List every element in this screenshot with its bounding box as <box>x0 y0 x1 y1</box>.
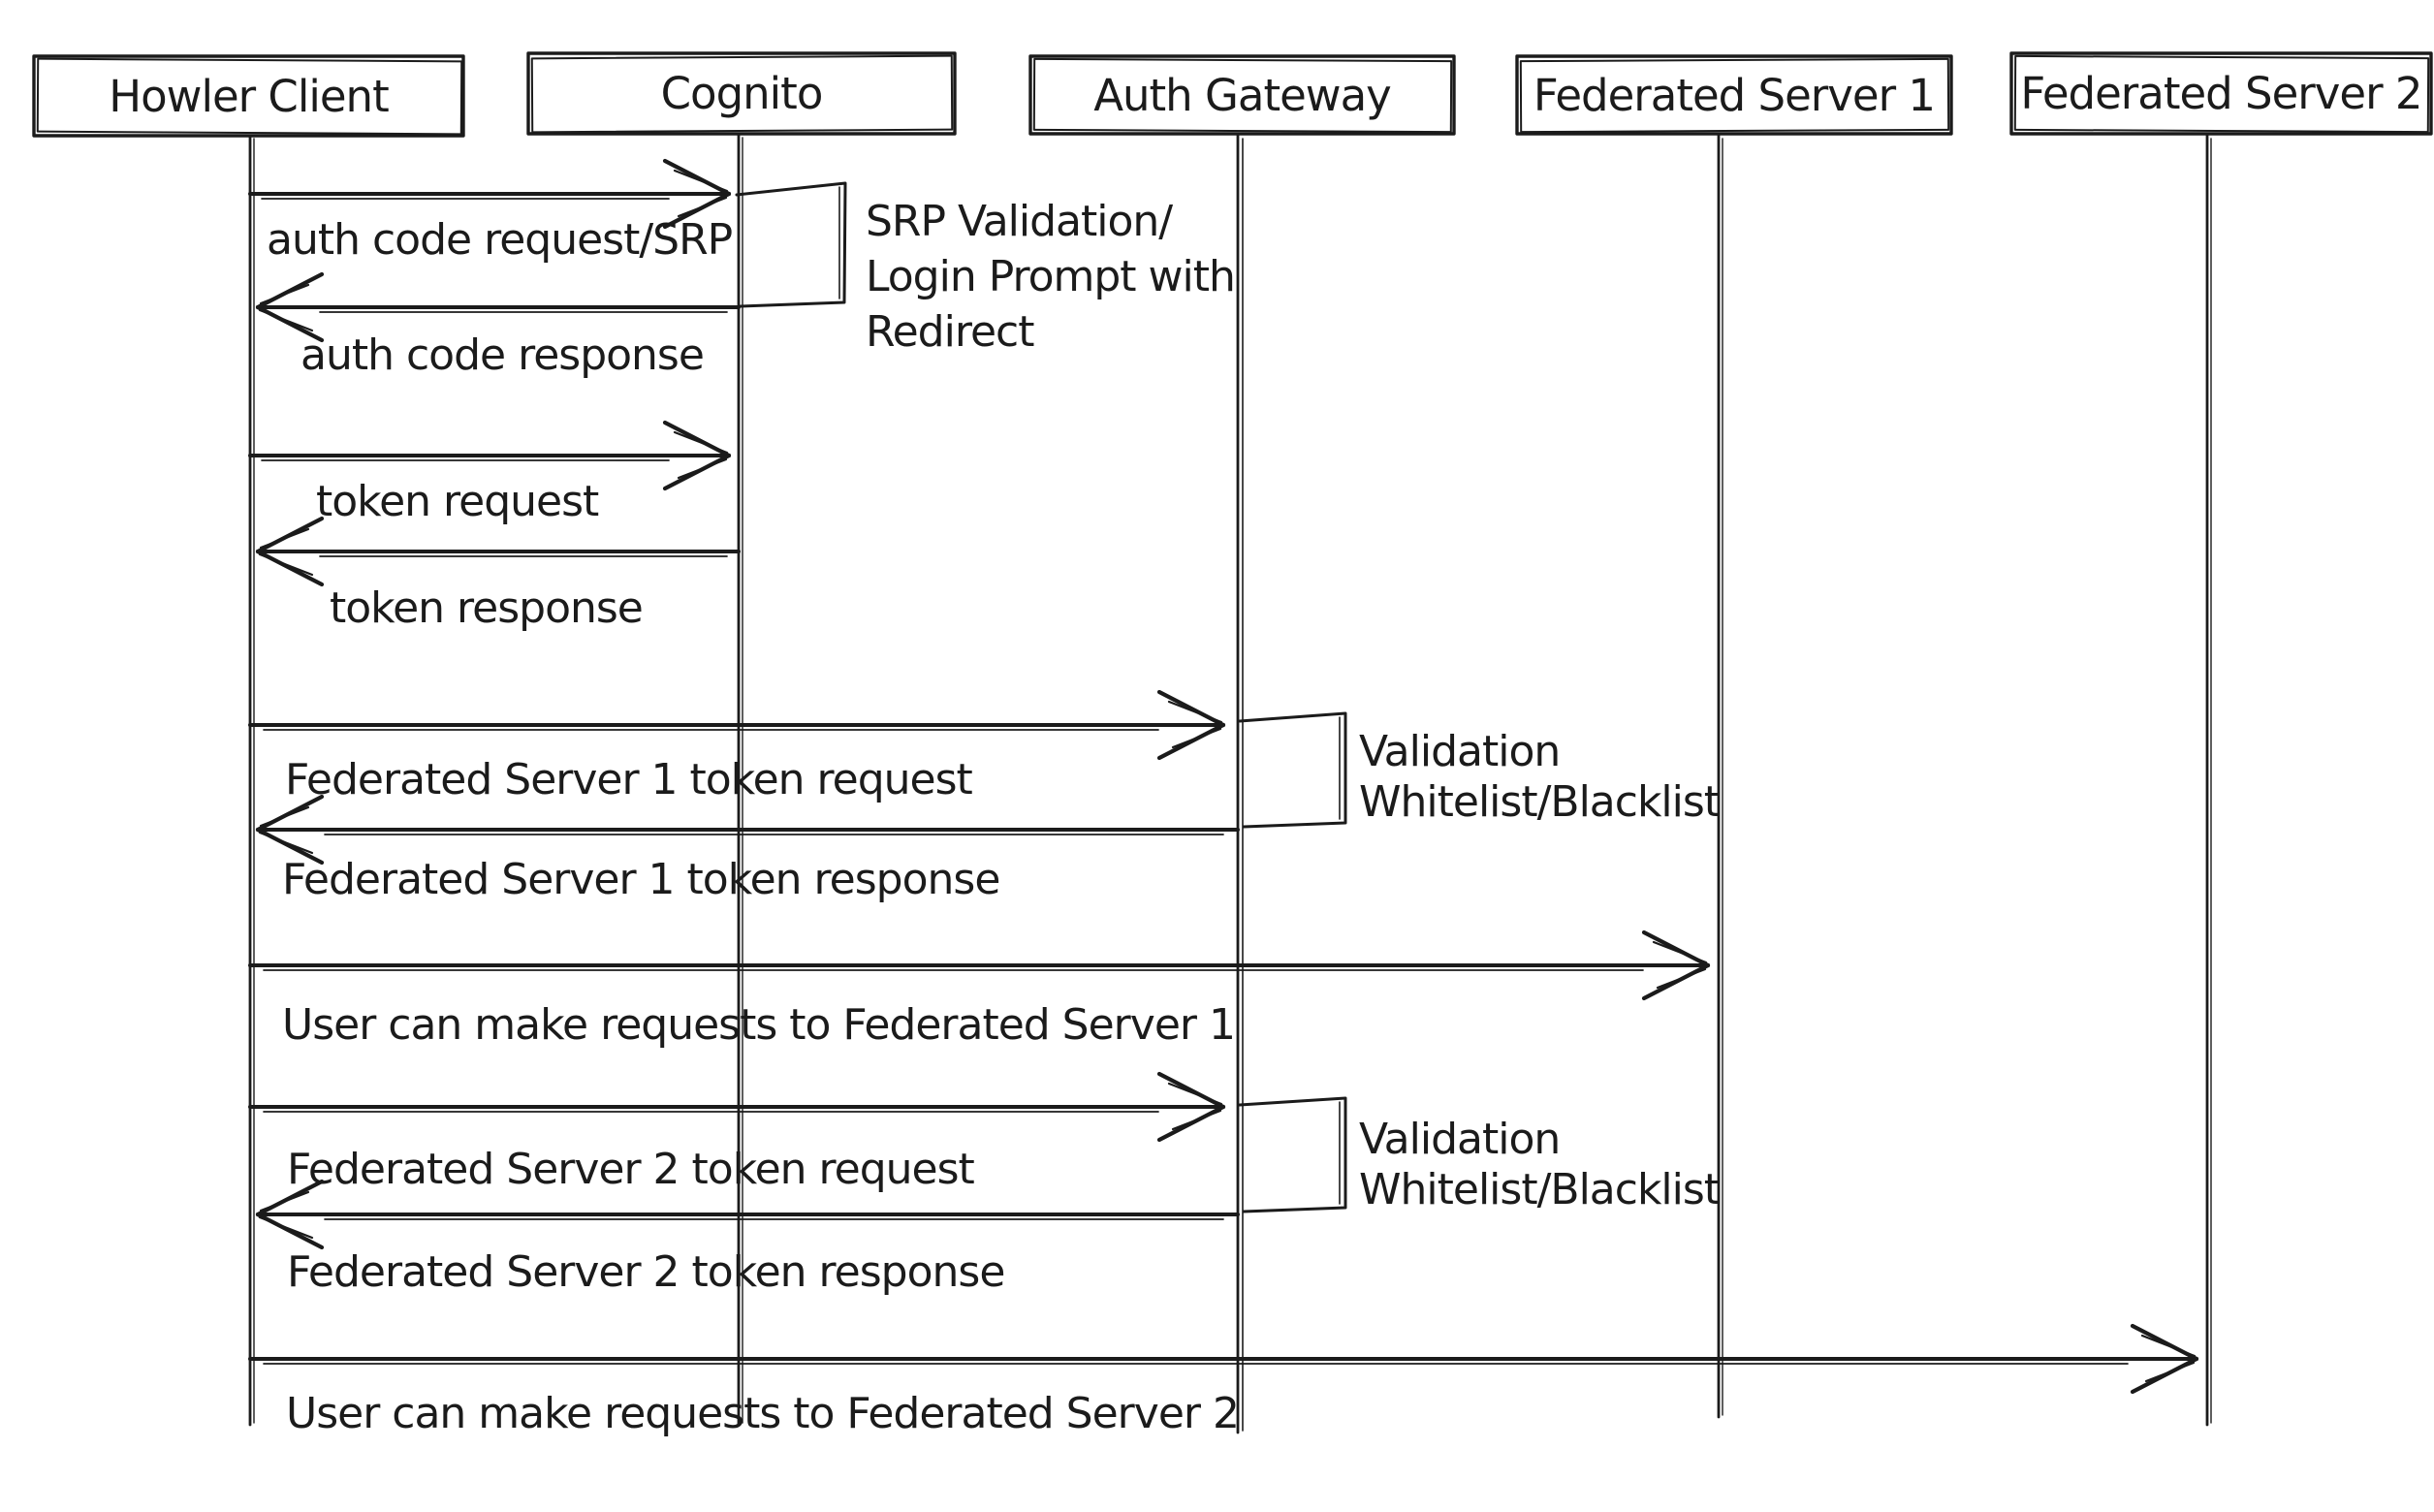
arrow-fs2-token-request <box>248 1071 1226 1143</box>
actor-box-cognito <box>526 51 957 136</box>
arrow-auth-code-response <box>255 271 741 343</box>
message-label-user-requests-fs2: User can make requests to Federated Serv… <box>286 1389 1240 1438</box>
message-label-auth-code-request: auth code request/SRP <box>267 215 733 265</box>
self-call-note-validation-2: Validation Whitelist/Blacklist <box>1359 1115 1721 1215</box>
lifeline-federated-server-2 <box>2205 134 2212 1427</box>
actor-title-federated-server-1: Federated Server 1 <box>1533 69 1936 121</box>
message-label-fs1-token-request: Federated Server 1 token request <box>285 755 973 804</box>
message-label-fs2-token-request: Federated Server 2 token request <box>287 1145 975 1194</box>
lifeline-cognito <box>737 133 743 1427</box>
message-label-fs1-token-response: Federated Server 1 token response <box>282 855 1000 904</box>
note-line: Login Prompt with <box>866 252 1236 301</box>
message-label-fs2-token-response: Federated Server 2 token response <box>287 1247 1005 1297</box>
note-line: Validation <box>1359 1115 1561 1164</box>
arrow-fs1-token-request <box>248 689 1226 761</box>
actor-box-federated-server-1 <box>1515 54 1953 136</box>
arrow-token-request <box>248 420 732 491</box>
note-line: Whitelist/Blacklist <box>1359 777 1721 827</box>
note-line: Whitelist/Blacklist <box>1359 1165 1721 1214</box>
note-line: Validation <box>1359 727 1561 776</box>
message-label-user-requests-fs1: User can make requests to Federated Serv… <box>282 1000 1236 1050</box>
note-line: Redirect <box>866 307 1034 357</box>
self-call-note-validation-1: Validation Whitelist/Blacklist <box>1359 727 1721 828</box>
actor-box-auth-gateway <box>1028 54 1456 136</box>
note-line: SRP Validation/ <box>866 197 1173 246</box>
actor-title-federated-server-2: Federated Server 2 <box>2020 68 2422 119</box>
arrow-auth-code-request <box>248 158 732 230</box>
message-label-token-request: token request <box>316 477 599 526</box>
arrow-token-response <box>255 516 741 587</box>
self-call-box-cognito-srp <box>735 181 847 308</box>
lifeline-federated-server-1 <box>1717 134 1723 1419</box>
lifeline-auth-gateway <box>1236 134 1244 1434</box>
actor-title-cognito: Cognito <box>660 68 824 119</box>
arrow-fs2-token-response <box>255 1179 1240 1250</box>
message-label-token-response: token response <box>330 583 644 633</box>
actor-box-howler-client <box>32 54 465 138</box>
actor-box-federated-server-2 <box>2009 51 2433 136</box>
actor-title-auth-gateway: Auth Gateway <box>1093 69 1392 121</box>
message-label-auth-code-response: auth code response <box>300 331 705 380</box>
lifeline-howler-client <box>248 134 255 1427</box>
arrow-fs1-token-response <box>255 794 1240 866</box>
self-call-box-auth-gateway-2 <box>1238 1096 1347 1213</box>
actor-title-howler-client: Howler Client <box>109 70 389 122</box>
self-call-note-srp-validation: SRP Validation/ Login Prompt with Redire… <box>866 194 1236 360</box>
arrow-user-requests-fs1 <box>248 929 1711 1001</box>
self-call-box-auth-gateway-1 <box>1238 711 1347 829</box>
arrow-user-requests-fs2 <box>248 1323 2199 1395</box>
